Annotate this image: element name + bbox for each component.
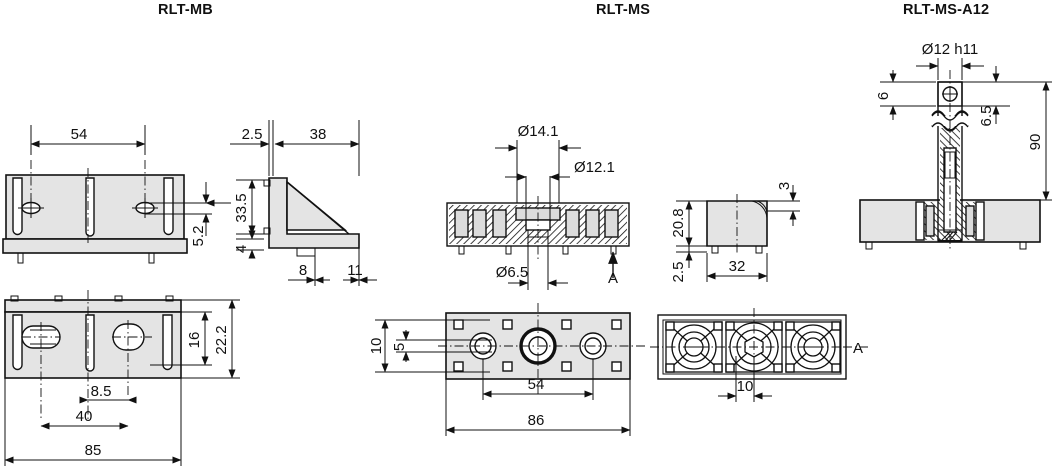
dim-5-plate: 5: [391, 343, 408, 351]
dim-dia-12-h11: Ø12 h11: [922, 41, 978, 58]
dim-40: 40: [76, 408, 93, 425]
rlt-mb-top-view: 22.2 16 8.5 40 85: [4, 290, 240, 466]
dim-6-5: 6.5: [978, 106, 995, 127]
dim-86: 86: [528, 412, 545, 429]
dim-4: 4: [233, 245, 250, 253]
dim-33-5: 33.5: [233, 193, 250, 222]
dim-dia-12-1: Ø12.1: [574, 159, 615, 176]
section-marker-a-front: A: [608, 270, 618, 287]
rlt-ms-a12-view: Ø12 h11 6 6.5 90: [859, 41, 1052, 250]
dim-8: 8: [299, 262, 307, 279]
dim-11: 11: [347, 262, 363, 279]
title-rlt-ms-a12: RLT-MS-A12: [903, 2, 990, 18]
dim-5-2: 5.2: [190, 226, 207, 247]
dim-54-plate: 54: [528, 376, 545, 393]
dim-10-section: 10: [737, 378, 754, 395]
dim-10-plate: 10: [368, 338, 385, 355]
dim-20-8: 20.8: [670, 208, 687, 237]
title-rlt-ms: RLT-MS: [596, 2, 651, 18]
dim-22-2: 22.2: [213, 325, 230, 354]
section-marker-a-bottom: A: [853, 340, 863, 357]
dim-32: 32: [729, 258, 746, 275]
rlt-mb-side-view: 2.5 38 33.5 4 8 11: [230, 120, 377, 286]
rlt-mb-front-view: 54 5.2: [2, 125, 231, 264]
dim-dia-14-1: Ø14.1: [518, 123, 559, 140]
dim-6: 6: [875, 92, 892, 100]
dim-dia-6-5: Ø6.5: [496, 264, 529, 281]
dim-38: 38: [310, 126, 327, 143]
dim-85: 85: [85, 442, 102, 459]
dim-16: 16: [186, 332, 203, 349]
dim-2-5-side-ms: 2.5: [670, 262, 687, 283]
dim-90: 90: [1027, 134, 1044, 151]
dim-54-front: 54: [71, 126, 88, 143]
dim-3: 3: [776, 182, 793, 190]
dim-8-5: 8.5: [91, 383, 112, 400]
rlt-ms-front-section: Ø14.1 Ø12.1 Ø6.5 A: [446, 123, 630, 290]
rlt-ms-side-view: 20.8 2.5 3 32: [670, 182, 800, 283]
dim-2-5-side: 2.5: [242, 126, 263, 143]
rlt-ms-section-a-view: A 10: [650, 308, 868, 402]
title-rlt-mb: RLT-MB: [158, 2, 213, 18]
rlt-ms-plate-view: 10 5 54 86: [368, 303, 645, 436]
